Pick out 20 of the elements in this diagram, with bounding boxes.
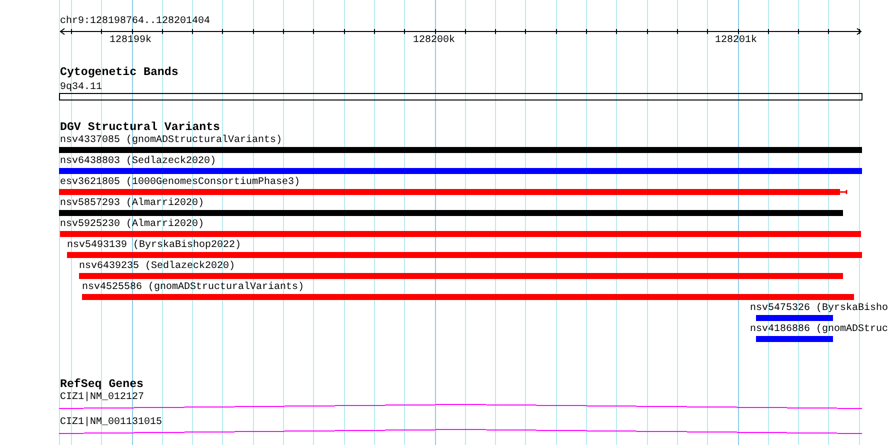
variant-label: nsv6438803 (Sedlazeck2020) <box>60 156 216 167</box>
track-title: DGV Structural Variants <box>60 122 220 134</box>
variant-label: nsv5857293 (Almarri2020) <box>60 198 204 208</box>
variant-label: nsv5925230 (Almarri2020) <box>60 218 204 230</box>
track-title: RefSeq Genes <box>60 379 144 391</box>
variant-label: nsv6439235 (Sedlazeck2020) <box>79 260 236 272</box>
variant-label: esv3621805 (1000GenomesConsortiumPhase3) <box>60 176 300 188</box>
gene-label: CIZ1|NM_012127 <box>60 392 144 402</box>
tick-label: 128200k <box>413 34 456 46</box>
tick-label: 128201k <box>715 34 758 46</box>
band-label: 9q34.11 <box>60 82 102 92</box>
variant-label: nsv4337085 (gnomADStructuralVariants) <box>60 134 282 146</box>
tick-label: 128199k <box>110 34 152 46</box>
track-title: Cytogenetic Bands <box>60 67 178 79</box>
variant-label: nsv4186886 (gnomADStruc <box>750 324 888 334</box>
variant-label: nsv5475326 (ByrskaBisho <box>750 302 888 314</box>
variant-label: nsv4525586 (gnomADStructuralVariants) <box>82 282 304 292</box>
locus-label: chr9:128198764..128201404 <box>60 16 210 26</box>
gene-label: CIZ1|NM_001131015 <box>60 416 162 428</box>
variant-label: nsv5493139 (ByrskaBishop2022) <box>67 240 242 250</box>
